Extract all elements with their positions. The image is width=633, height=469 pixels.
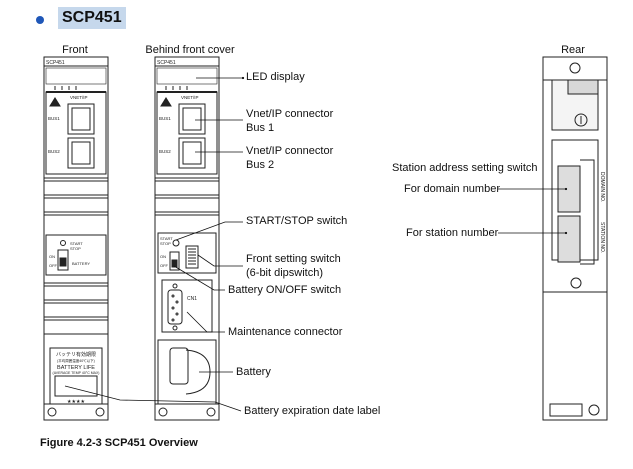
front-battery-label: BATTERY [72, 261, 90, 266]
station-no-label: STATION NO. [599, 222, 605, 253]
callout-battery-expiration-label: Battery expiration date label [244, 405, 381, 417]
behind-vnet-label: VNET/IP [181, 95, 199, 100]
behind-on-label: ON [160, 254, 166, 259]
callout-vnet-bus2-line2: Bus 2 [246, 159, 275, 171]
front-on-label: ON [49, 254, 55, 259]
callout-start-stop: START/STOP switch [246, 215, 348, 227]
domain-no-label: DOMAIN NO. [599, 172, 605, 202]
front-bus2-label: BUS2 [48, 149, 60, 154]
front-view-label: Front [62, 44, 88, 56]
battery-label-jp-sub: (平均周囲温度40℃以下) [57, 358, 95, 363]
rear-view-label: Rear [561, 44, 585, 56]
behind-start-label: START [160, 236, 173, 241]
leader-lines [64, 76, 568, 412]
callout-led-display: LED display [246, 71, 305, 83]
callout-station-number: For station number [406, 227, 499, 239]
battery-label-stars: ★★★★ [67, 399, 85, 405]
section-heading: SCP451 [58, 7, 126, 29]
front-bus1-label: BUS1 [48, 116, 60, 121]
callout-station-address-switch: Station address setting switch [392, 162, 538, 174]
battery-life-text: BATTERY LIFE [57, 365, 95, 371]
callout-battery: Battery [236, 366, 271, 378]
callout-battery-switch: Battery ON/OFF switch [228, 284, 342, 296]
behind-stop-label: STOP [160, 241, 171, 246]
callout-front-setting-line2: (6-bit dipswitch) [246, 267, 324, 279]
front-vnet-label: VNET/IP [70, 95, 88, 100]
front-start-label: START [70, 241, 83, 246]
callout-front-setting-line1: Front setting switch [246, 253, 341, 265]
behind-bus1-label: BUS1 [159, 116, 171, 121]
behind-bus2-label: BUS2 [159, 149, 171, 154]
section-bullet [36, 16, 44, 24]
callout-vnet-bus2-line1: Vnet/IP connector [246, 145, 334, 157]
front-off-label: OFF [49, 263, 58, 268]
rear-module [542, 56, 608, 421]
callout-vnet-bus1-line1: Vnet/IP connector [246, 108, 334, 120]
callout-vnet-bus1-line2: Bus 1 [246, 122, 275, 134]
front-model-label: SCP451 [46, 60, 65, 66]
behind-model-label: SCP451 [157, 60, 176, 66]
front-module [43, 56, 109, 421]
cn1-label: CN1 [187, 296, 197, 302]
behind-cover-module [154, 56, 220, 421]
behind-off-label: OFF [160, 263, 169, 268]
figure-caption: Figure 4.2-3 SCP451 Overview [40, 437, 198, 449]
behind-cover-view-label: Behind front cover [145, 44, 235, 56]
battery-life-sub-text: (AVERAGE TEMP 40°C MAX) [53, 371, 100, 375]
callout-maintenance-connector: Maintenance connector [228, 326, 343, 338]
callout-domain-number: For domain number [404, 183, 500, 195]
front-stop-label: STOP [70, 246, 81, 251]
battery-label-jp: バッテリ有効期限 [56, 351, 96, 358]
